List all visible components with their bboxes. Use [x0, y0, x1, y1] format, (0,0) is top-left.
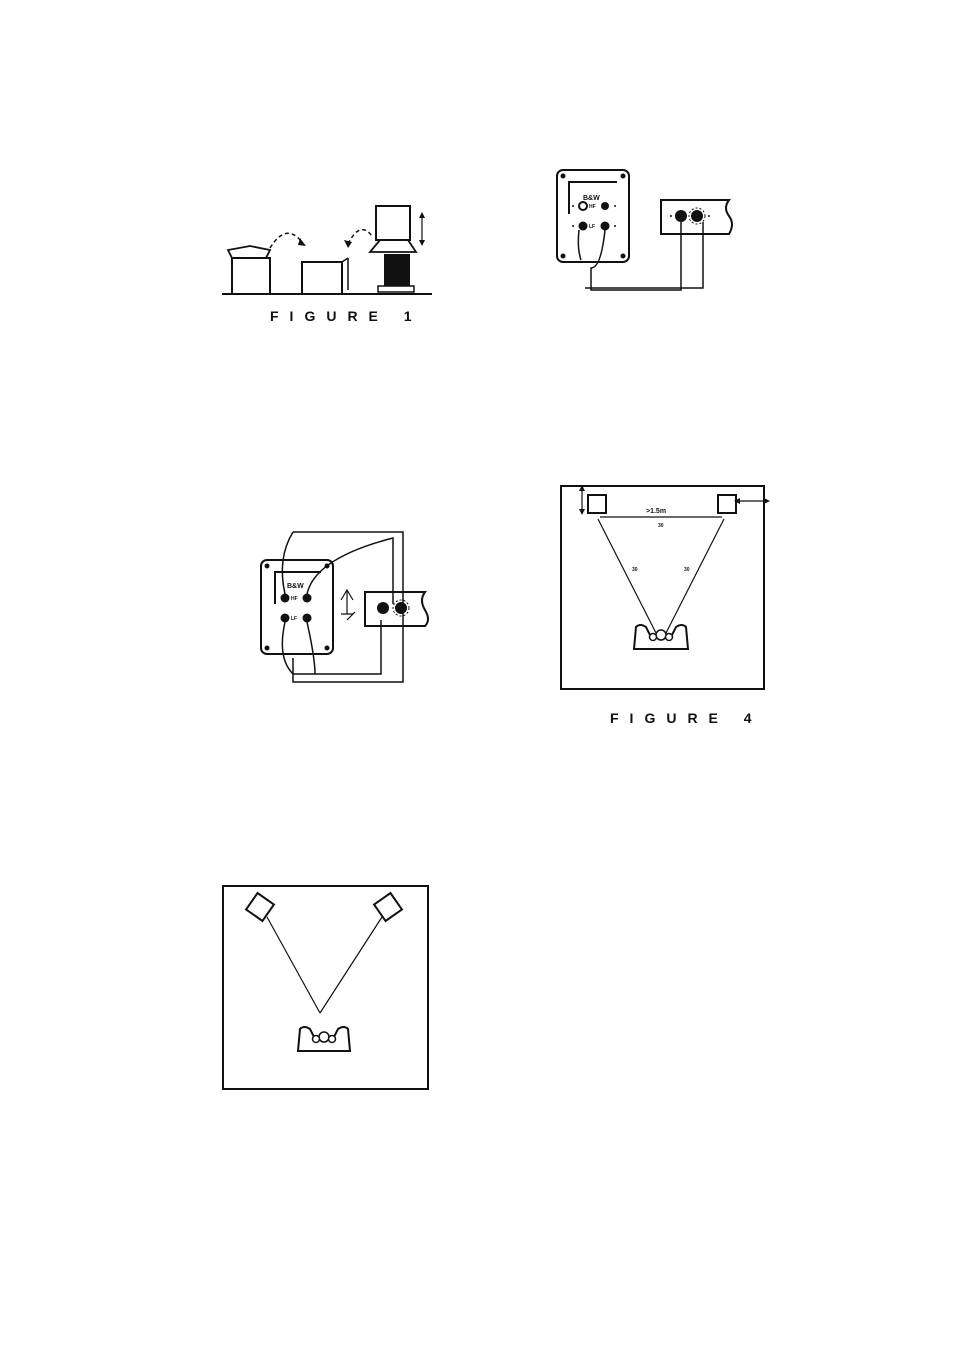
panel-brand: B&W — [583, 195, 600, 202]
left-speaker-icon — [246, 893, 274, 921]
distance-label: >1.5m — [646, 508, 666, 515]
figure-1-caption: FIGURE 1 — [270, 308, 423, 324]
figure-2-wiring: B&W HF LF — [553, 168, 743, 298]
speaker-terminal-panel: B&W HF LF — [261, 560, 333, 654]
speaker-lift-icon — [370, 206, 425, 292]
panel-brand: B&W — [287, 583, 304, 590]
hf-label: HF — [291, 596, 298, 602]
speaker-terminal-panel: B&W HF LF — [557, 170, 629, 262]
angle-top-label: 30 — [658, 523, 664, 529]
amplifier-terminal-block — [661, 200, 732, 234]
amplifier-terminal-block — [365, 592, 428, 626]
listener-chair-icon — [634, 625, 688, 649]
figure-4-placement: >1.5m 30 30 30 — [560, 485, 770, 690]
figure-4-caption: FIGURE 4 — [610, 710, 763, 726]
left-speaker-icon — [588, 495, 606, 513]
angle-right-label: 30 — [684, 567, 690, 573]
lf-label: LF — [589, 224, 595, 230]
lf-label: LF — [291, 616, 297, 622]
jumper-removed-icon — [341, 590, 355, 620]
figure-3-biwiring: B&W HF LF — [255, 528, 440, 688]
figure-1-unpacking — [220, 200, 435, 300]
angle-left-label: 30 — [632, 567, 638, 573]
hf-label: HF — [589, 204, 596, 210]
inverted-box-icon — [302, 258, 348, 294]
listener-chair-icon — [298, 1027, 350, 1051]
right-speaker-icon — [374, 893, 402, 921]
figure-5-placement — [222, 885, 432, 1095]
open-box-icon — [228, 246, 270, 294]
right-speaker-icon — [718, 495, 736, 513]
